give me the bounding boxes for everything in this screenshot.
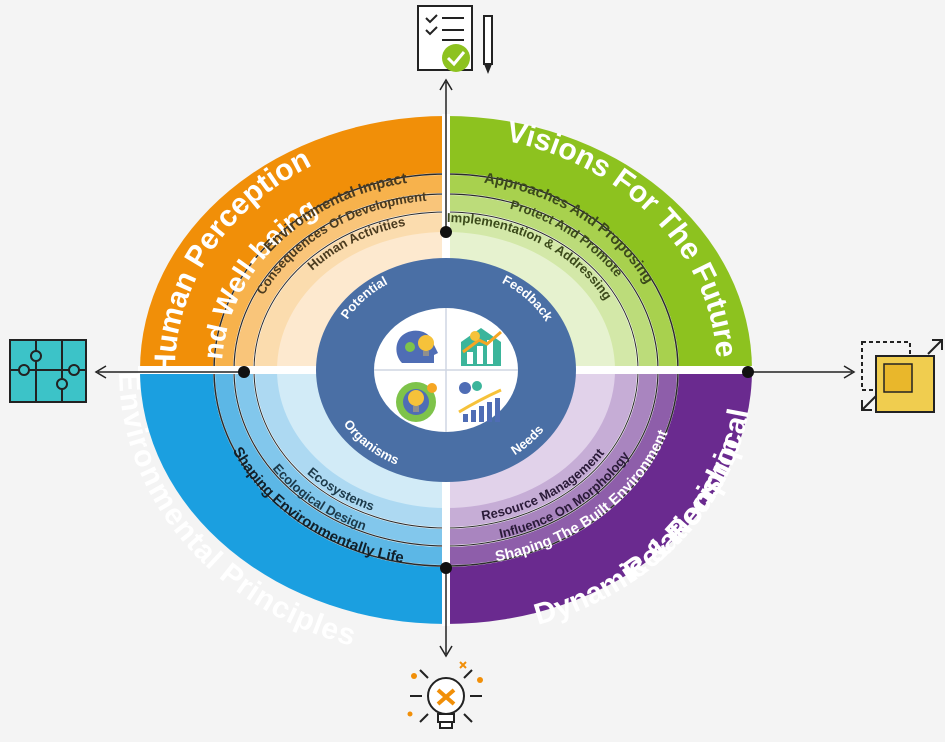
checklist-document-icon bbox=[417, 5, 493, 74]
puzzle-icon bbox=[9, 339, 87, 403]
axis-arrows bbox=[94, 78, 856, 658]
lightbulb-idea-icon bbox=[407, 661, 483, 729]
node-bottom bbox=[440, 562, 452, 574]
node-right bbox=[742, 366, 754, 378]
growth-house-icon bbox=[461, 328, 502, 366]
bar-growth-icon bbox=[458, 381, 502, 422]
gear-lightbulb-icon bbox=[396, 382, 437, 422]
node-top bbox=[440, 226, 452, 238]
node-left bbox=[238, 366, 250, 378]
head-lightbulb-icon bbox=[396, 330, 438, 363]
scale-squares-icon bbox=[861, 339, 943, 413]
